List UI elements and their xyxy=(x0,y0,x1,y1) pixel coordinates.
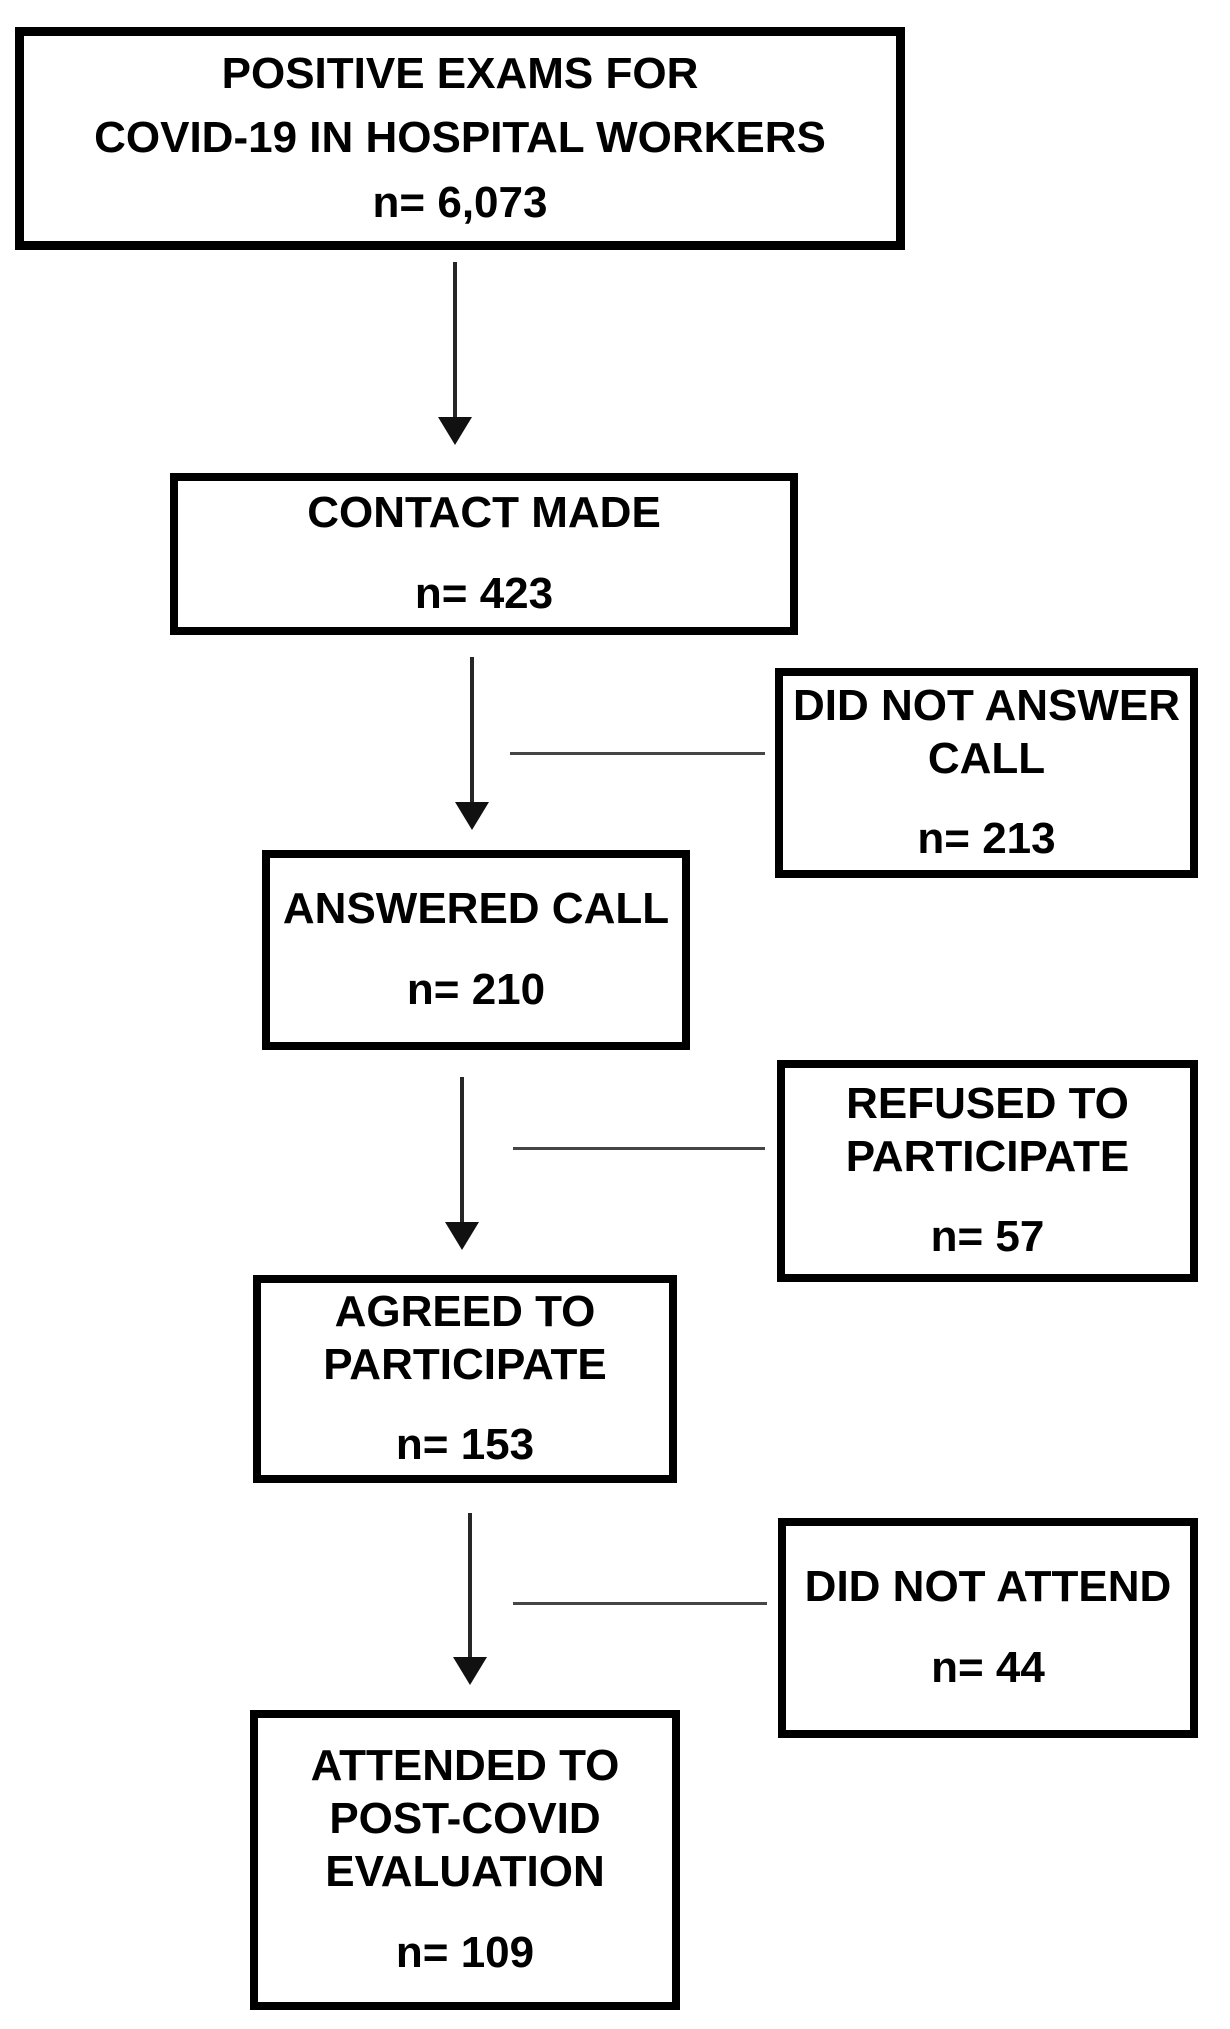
box-title-line: DID NOT ATTEND xyxy=(804,1562,1172,1612)
arrow-shaft xyxy=(460,1077,464,1226)
arrow-down-icon xyxy=(438,262,472,445)
box-title-line: ATTENDED TO xyxy=(310,1741,620,1791)
box-title-line: POST-COVID xyxy=(329,1794,601,1844)
box-title-line: AGREED TO xyxy=(334,1286,596,1336)
flow-box-contact-made: CONTACT MADE n= 423 xyxy=(170,473,798,635)
box-count-label: n= 6,073 xyxy=(372,177,548,227)
box-count-label: n= 213 xyxy=(917,814,1056,864)
box-title-line: DID NOT ANSWER xyxy=(792,680,1181,730)
arrowhead-icon xyxy=(445,1222,479,1250)
branch-connector-line xyxy=(513,1602,767,1605)
exclusion-box-did-not-answer: DID NOT ANSWER CALL n= 213 xyxy=(775,668,1198,878)
branch-connector-line xyxy=(513,1147,765,1150)
exclusion-box-did-not-attend: DID NOT ATTEND n= 44 xyxy=(778,1518,1198,1738)
branch-connector-line xyxy=(510,752,765,755)
flow-box-answered-call: ANSWERED CALL n= 210 xyxy=(262,850,690,1050)
arrow-shaft xyxy=(468,1513,472,1661)
box-title-line: PARTICIPATE xyxy=(323,1339,607,1389)
flow-box-positive-exams: POSITIVE EXAMS FOR COVID-19 IN HOSPITAL … xyxy=(15,27,905,250)
arrow-down-icon xyxy=(453,1513,487,1685)
box-title-line: POSITIVE EXAMS FOR xyxy=(221,48,699,98)
flow-box-agreed-to-participate: AGREED TO PARTICIPATE n= 153 xyxy=(253,1275,677,1483)
box-count-label: n= 109 xyxy=(395,1927,535,1977)
box-title-line: EVALUATION xyxy=(325,1847,605,1896)
arrow-shaft xyxy=(470,657,474,806)
arrow-down-icon xyxy=(445,1077,479,1250)
arrowhead-icon xyxy=(453,1657,487,1685)
exclusion-box-refused-to-participate: REFUSED TO PARTICIPATE n= 57 xyxy=(777,1060,1198,1282)
box-count-label: n= 44 xyxy=(931,1643,1045,1692)
box-title-line: CONTACT MADE xyxy=(307,488,661,538)
box-count-label: n= 153 xyxy=(395,1420,535,1470)
arrowhead-icon xyxy=(455,802,489,830)
box-title-line: REFUSED TO xyxy=(846,1078,1129,1128)
box-title-line: ANSWERED CALL xyxy=(282,884,670,934)
arrow-down-icon xyxy=(455,657,489,830)
flow-box-attended-evaluation: ATTENDED TO POST-COVID EVALUATION n= 109 xyxy=(250,1710,680,2010)
box-count-label: n= 423 xyxy=(414,569,554,618)
box-title-line: PARTICIPATE xyxy=(845,1131,1130,1181)
box-title-line: COVID-19 IN HOSPITAL WORKERS xyxy=(94,113,826,163)
box-title-line: CALL xyxy=(927,733,1046,783)
box-count-label: n= 210 xyxy=(406,965,546,1014)
arrow-shaft xyxy=(453,262,457,421)
box-count-label: n= 57 xyxy=(930,1212,1045,1262)
arrowhead-icon xyxy=(438,417,472,445)
